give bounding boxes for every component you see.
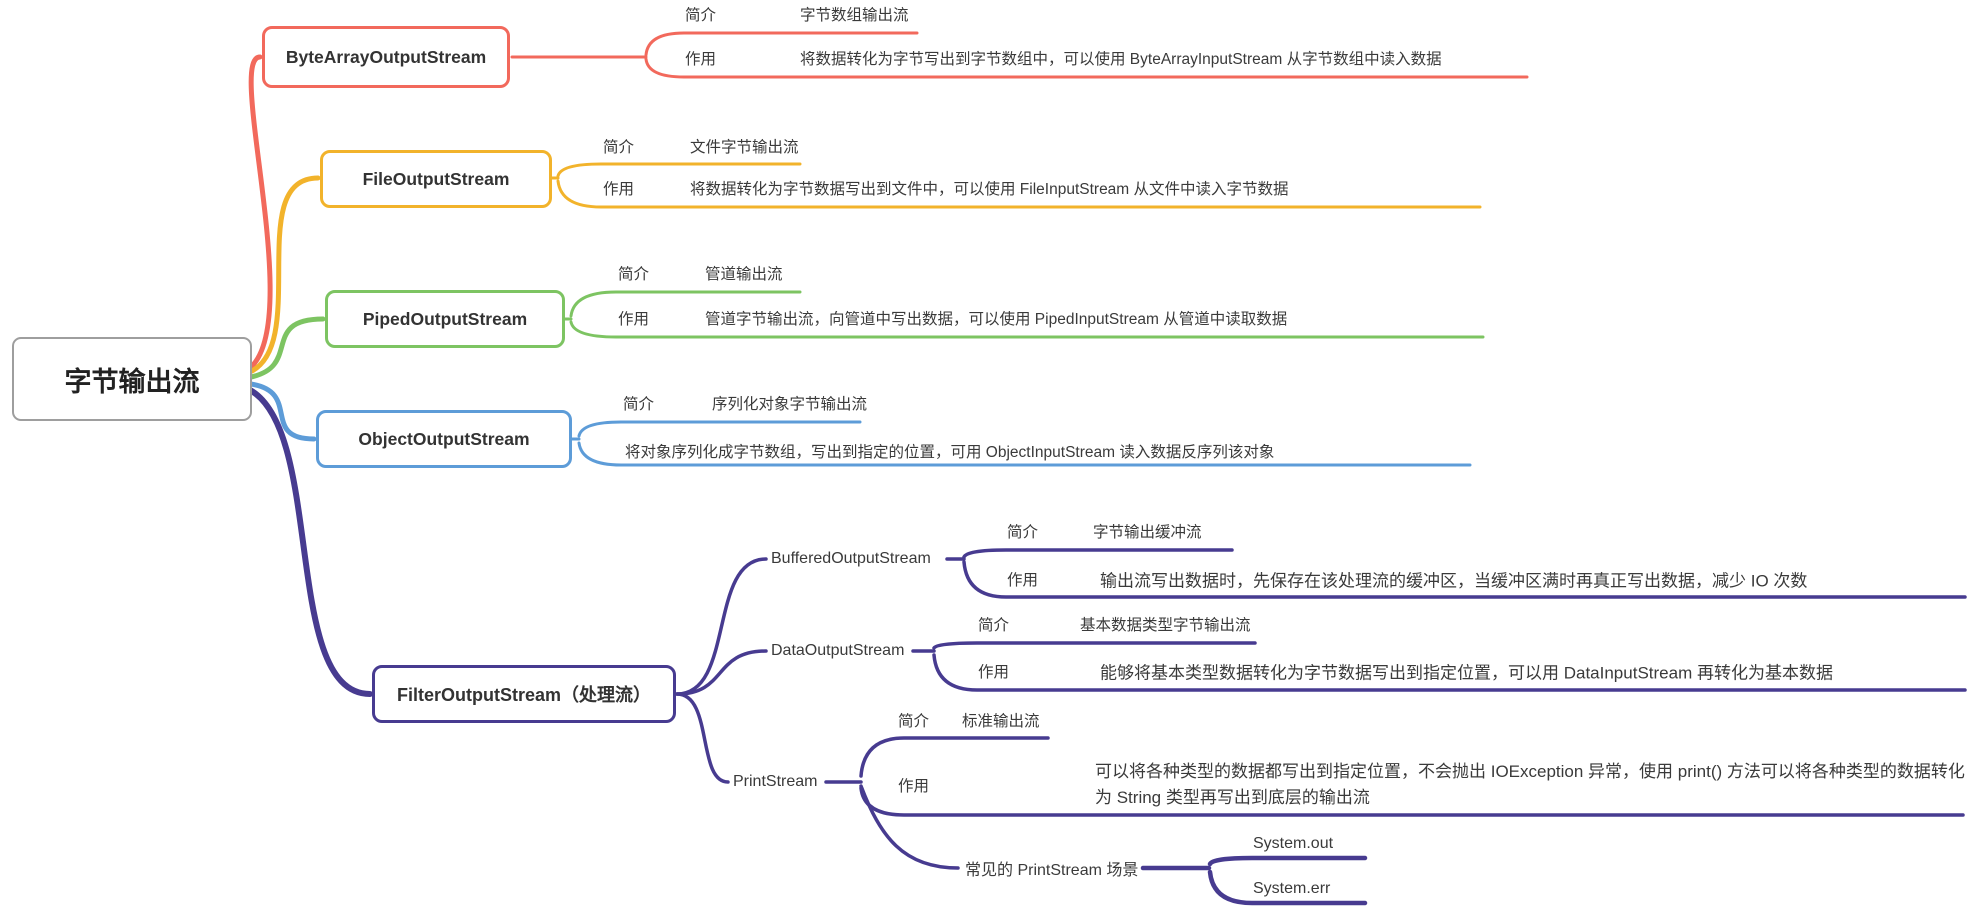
piped-intro-value[interactable]: 管道输出流 [705, 266, 783, 283]
connector-filter-data [675, 649, 768, 696]
bytearray-intro-value[interactable]: 字节数组输出流 [800, 7, 909, 24]
connector-filter-print [675, 692, 730, 784]
buffered-intro-label[interactable]: 简介 [1007, 524, 1039, 541]
topic-bytearrayoutputstream[interactable]: ByteArrayOutputStream [262, 26, 510, 88]
buffered-role-value[interactable]: 输出流写出数据时，先保存在该处理流的缓冲区，当缓冲区满时再真正写出数据，减少 I… [1100, 571, 1808, 591]
object-role-value[interactable]: 将对象序列化成字节数组，写出到指定的位置，可用 ObjectInputStrea… [625, 444, 1275, 461]
connector-root-bytearray [247, 54, 273, 371]
connector-root-object [248, 381, 317, 442]
underline-file-intro [556, 162, 802, 178]
topic-objectoutputstream[interactable]: ObjectOutputStream [316, 410, 572, 468]
underline-object-role [577, 441, 1472, 467]
underline-system-out [1207, 855, 1368, 867]
bytearray-role-value[interactable]: 将数据转化为字节写出到字节数组中，可以使用 ByteArrayInputStre… [800, 51, 1442, 68]
subtopic-dataoutputstream[interactable]: DataOutputStream [771, 642, 905, 659]
subtopic-print-scenarios[interactable]: 常见的 PrintStream 场景 [965, 862, 1139, 879]
piped-role-label[interactable]: 作用 [618, 311, 650, 328]
underline-buffered-role [962, 560, 1967, 599]
connector-root-file [247, 175, 321, 375]
underline-piped-intro [569, 290, 802, 318]
underline-bytearray-role [644, 57, 1529, 79]
subtopic-printstream[interactable]: PrintStream [733, 773, 818, 790]
file-role-value[interactable]: 将数据转化为字节数据写出到文件中，可以使用 FileInputStream 从文… [690, 181, 1289, 198]
connector-root-filter [247, 387, 373, 697]
scenario-system-out[interactable]: System.out [1253, 835, 1334, 852]
connector-print-scenarios [859, 784, 960, 870]
print-role-value[interactable]: 可以将各种类型的数据都写出到指定位置，不会抛出 IOException 异常，使… [1095, 762, 1965, 807]
topic-fileoutputstream[interactable]: FileOutputStream [320, 150, 552, 208]
data-intro-label[interactable]: 简介 [978, 617, 1010, 634]
underline-data-role [932, 653, 1967, 692]
topic-pipedoutputstream[interactable]: PipedOutputStream [325, 290, 565, 348]
print-intro-label[interactable]: 简介 [898, 713, 930, 730]
connector-root-piped [248, 316, 326, 380]
piped-role-value[interactable]: 管道字节输出流，向管道中写出数据，可以使用 PipedInputStream 从… [705, 311, 1288, 328]
underline-data-intro [932, 641, 1257, 650]
buffered-intro-value[interactable]: 字节输出缓冲流 [1093, 524, 1202, 541]
data-role-value[interactable]: 能够将基本类型数据转化为字节数据写出到指定位置，可以用 DataInputStr… [1100, 663, 1833, 683]
bytearray-role-label[interactable]: 作用 [685, 51, 717, 68]
piped-intro-label[interactable]: 简介 [618, 266, 650, 283]
underline-piped-role [569, 320, 1485, 339]
bytearray-intro-label[interactable]: 简介 [685, 7, 717, 24]
scenario-system-err[interactable]: System.err [1253, 880, 1331, 897]
subtopic-bufferedoutputstream[interactable]: BufferedOutputStream [771, 550, 931, 567]
underline-print-intro [859, 736, 1050, 778]
data-role-label[interactable]: 作用 [978, 664, 1010, 681]
buffered-role-label[interactable]: 作用 [1007, 572, 1039, 589]
underline-file-role [556, 179, 1482, 209]
connector-filter-buffered [675, 557, 768, 696]
object-intro-label[interactable]: 简介 [623, 396, 655, 413]
underline-bytearray-intro [644, 31, 919, 57]
file-intro-label[interactable]: 简介 [603, 139, 635, 156]
underline-buffered-intro [962, 548, 1234, 559]
object-intro-value[interactable]: 序列化对象字节输出流 [712, 396, 868, 413]
file-intro-value[interactable]: 文件字节输出流 [690, 139, 799, 156]
print-intro-value[interactable]: 标准输出流 [962, 713, 1040, 730]
file-role-label[interactable]: 作用 [603, 181, 635, 198]
underline-object-intro [577, 420, 862, 438]
data-intro-value[interactable]: 基本数据类型字节输出流 [1080, 617, 1251, 634]
root-topic[interactable]: 字节输出流 [12, 337, 252, 421]
underline-system-err [1207, 869, 1368, 906]
print-role-label[interactable]: 作用 [898, 778, 930, 795]
topic-filteroutputstream[interactable]: FilterOutputStream（处理流） [372, 665, 676, 723]
